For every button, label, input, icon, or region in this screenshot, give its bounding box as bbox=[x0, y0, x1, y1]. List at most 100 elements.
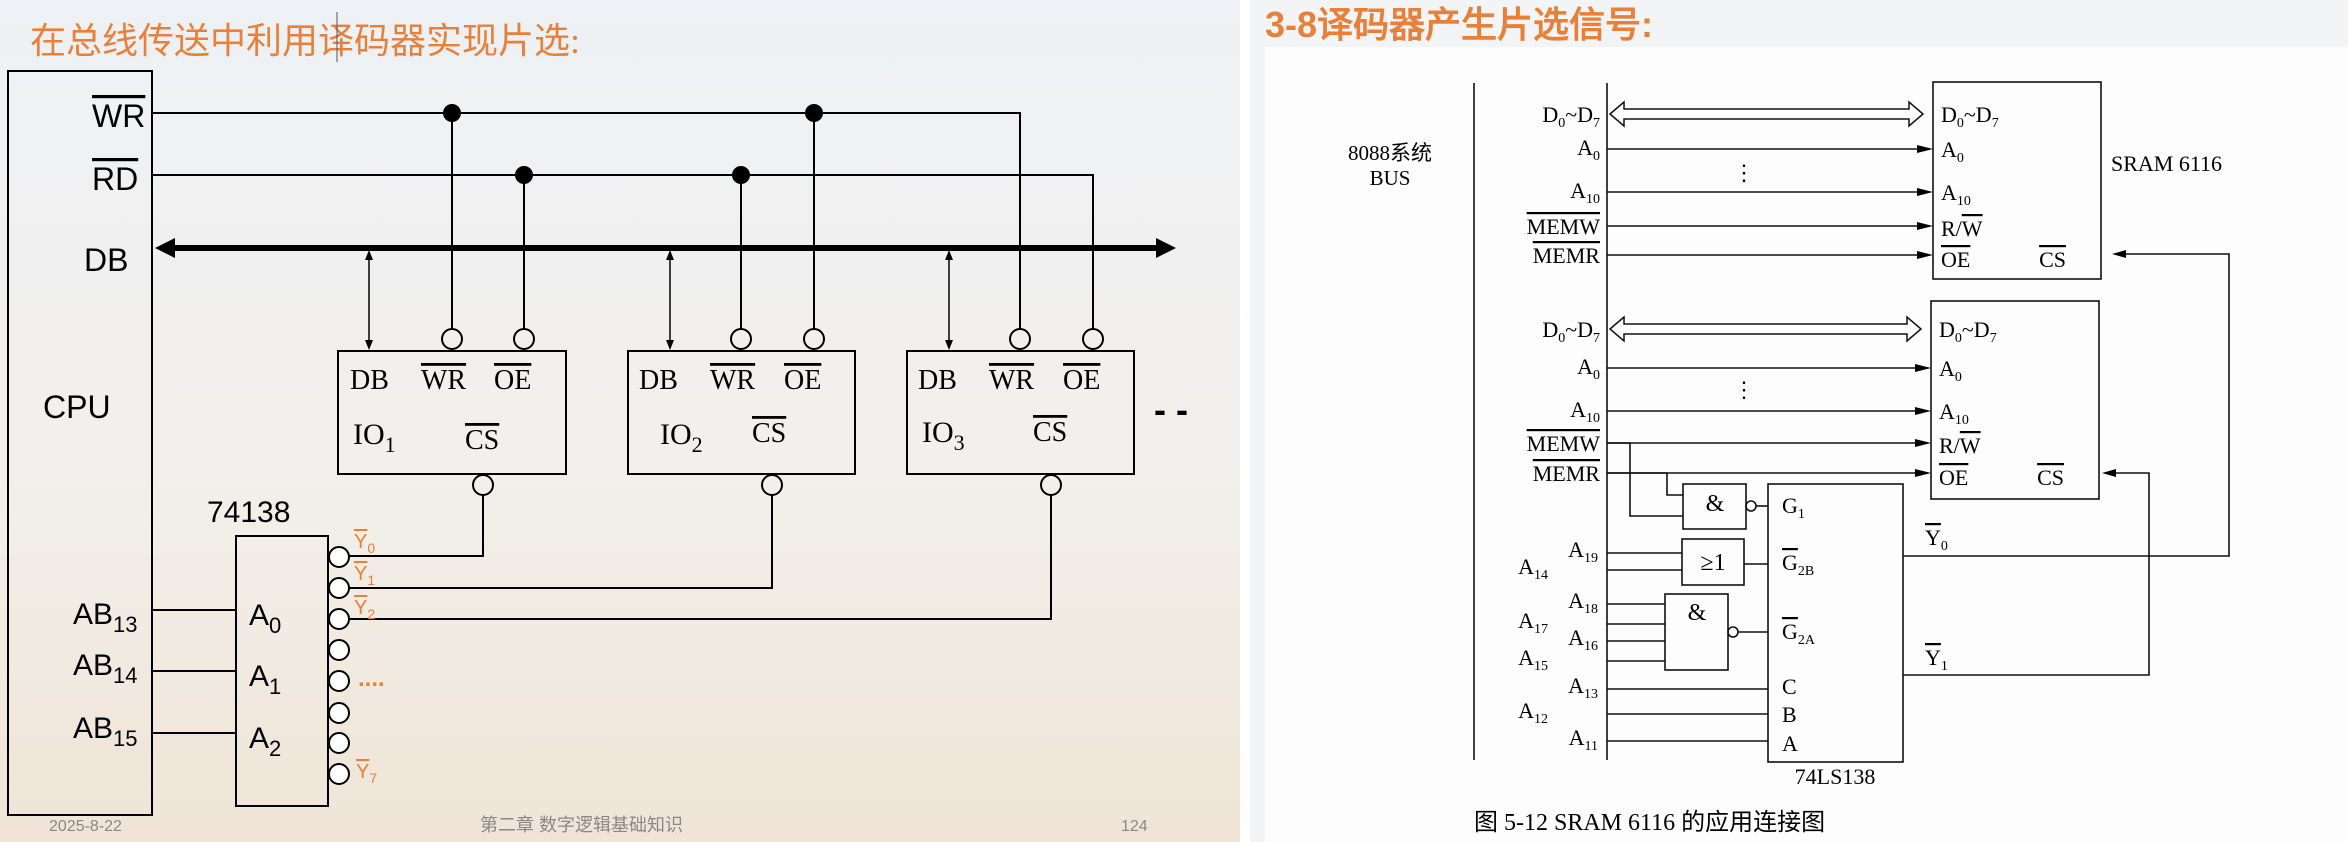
sram-label: SRAM 6116 bbox=[2111, 151, 2222, 176]
address-input-label: A16 bbox=[1568, 625, 1598, 654]
svg-text:C: C bbox=[1782, 674, 1797, 699]
io-device-2: DB WR OE IO2 CS bbox=[627, 328, 856, 496]
decoder-label: 74138 bbox=[207, 496, 290, 529]
decoder-inputs: A0 A1 A2 AB13 AB14 AB15 bbox=[73, 598, 281, 761]
svg-text:B: B bbox=[1782, 702, 1797, 727]
address-input-label: A19 bbox=[1568, 537, 1598, 566]
svg-text:AB15: AB15 bbox=[73, 712, 138, 751]
svg-text:DB: DB bbox=[639, 365, 678, 396]
svg-text:R/W: R/W bbox=[1939, 433, 1981, 458]
svg-text:G2A: G2A bbox=[1782, 619, 1816, 648]
footer-page-number: 124 bbox=[1121, 818, 1148, 835]
svg-text:A10: A10 bbox=[1941, 180, 1971, 209]
right-slide: 3-8译码器产生片选信号: 8088系统 BUS SRAM 6116 D0~D7… bbox=[1250, 0, 2348, 842]
y0-wire bbox=[349, 495, 484, 557]
slide-title: 3-8译码器产生片选信号: bbox=[1265, 4, 1653, 45]
left-slide: 在总线传送中利用译码器实现片选: CPU WR RD DB DB WR OE I… bbox=[0, 0, 1240, 842]
output-ellipsis: .... bbox=[358, 665, 385, 692]
svg-text:A: A bbox=[1782, 731, 1798, 756]
svg-text:A1: A1 bbox=[249, 660, 281, 699]
svg-text:AB14: AB14 bbox=[73, 649, 138, 688]
or-gate bbox=[1681, 538, 1745, 586]
cpu-box bbox=[7, 70, 153, 816]
junction-dot bbox=[805, 104, 823, 122]
y1-wire bbox=[349, 495, 773, 589]
svg-text:WR: WR bbox=[421, 365, 466, 396]
junction-dot bbox=[732, 166, 750, 184]
svg-text:A0: A0 bbox=[1577, 135, 1600, 164]
io-device-1: DB WR OE IO1 CS bbox=[337, 328, 567, 496]
svg-text:&: & bbox=[1688, 600, 1707, 626]
slide-title: 在总线传送中利用译码器实现片选: bbox=[30, 21, 580, 61]
data-bus-arrow bbox=[1608, 315, 1923, 343]
figure-caption: 图 5-12 SRAM 6116 的应用连接图 bbox=[1474, 809, 1825, 836]
decoder-output-bubbles bbox=[328, 546, 350, 785]
output-y1-label: Y1 bbox=[354, 563, 375, 588]
address-input-label: A14 bbox=[1518, 554, 1548, 583]
y0-wire bbox=[1903, 253, 2230, 557]
footer-chapter: 第二章 数字逻辑基础知识 bbox=[480, 815, 683, 835]
output-y7-label: Y7 bbox=[356, 761, 377, 786]
address-input-label: A11 bbox=[1569, 725, 1598, 754]
rd-line bbox=[152, 174, 1094, 329]
svg-text:MEMW: MEMW bbox=[1527, 431, 1601, 456]
svg-text:D0~D7: D0~D7 bbox=[1941, 102, 1999, 131]
sram-connection-diagram: 3-8译码器产生片选信号: 8088系统 BUS SRAM 6116 D0~D7… bbox=[1265, 4, 2348, 842]
svg-text:A10: A10 bbox=[1939, 399, 1969, 428]
svg-text:MEMW: MEMW bbox=[1527, 214, 1601, 239]
wr-label: WR bbox=[92, 98, 145, 134]
svg-text:MEMR: MEMR bbox=[1533, 243, 1601, 268]
svg-text:⋮: ⋮ bbox=[1733, 160, 1755, 185]
data-bus-arrow bbox=[1608, 100, 1925, 128]
svg-text:WR: WR bbox=[989, 365, 1034, 396]
svg-text:AB13: AB13 bbox=[73, 598, 138, 637]
svg-text:CS: CS bbox=[2039, 247, 2066, 272]
svg-text:A10: A10 bbox=[1570, 178, 1600, 207]
svg-text:≥1: ≥1 bbox=[1700, 550, 1725, 576]
svg-text:OE: OE bbox=[494, 365, 531, 396]
junction-dot bbox=[515, 166, 533, 184]
y1-wire bbox=[1903, 472, 2150, 676]
svg-text:CS: CS bbox=[465, 425, 499, 456]
y0-label: Y0 bbox=[1925, 525, 1948, 554]
address-input-label: A15 bbox=[1518, 645, 1548, 674]
address-input-label: A17 bbox=[1518, 608, 1548, 637]
bus-arrow-left bbox=[155, 238, 175, 258]
svg-text:G1: G1 bbox=[1782, 493, 1805, 522]
svg-text:IO1: IO1 bbox=[353, 418, 396, 457]
svg-text:A0: A0 bbox=[249, 599, 281, 638]
rd-label: RD bbox=[92, 161, 138, 197]
svg-text:A0: A0 bbox=[1577, 354, 1600, 383]
decoder-box bbox=[1767, 483, 1904, 763]
svg-text:IO3: IO3 bbox=[922, 416, 965, 455]
svg-text:BUS: BUS bbox=[1370, 166, 1411, 190]
svg-text:OE: OE bbox=[1939, 465, 1968, 490]
arrow-icon bbox=[2102, 469, 2116, 477]
svg-text:OE: OE bbox=[1063, 365, 1100, 396]
address-input-label: A18 bbox=[1568, 588, 1598, 617]
svg-text:G2B: G2B bbox=[1782, 550, 1814, 579]
continuation-dashes: - - bbox=[1154, 389, 1188, 430]
svg-text:D0~D7: D0~D7 bbox=[1542, 102, 1600, 131]
svg-text:A2: A2 bbox=[249, 722, 281, 761]
svg-text:DB: DB bbox=[350, 365, 389, 396]
y1-label: Y1 bbox=[1925, 645, 1948, 674]
io-device-3: DB WR OE IO3 CS bbox=[906, 328, 1135, 496]
bus-arrow-right bbox=[1156, 238, 1176, 258]
cpu-label: CPU bbox=[43, 389, 111, 425]
output-y0-label: Y0 bbox=[354, 531, 375, 556]
db-connectors bbox=[365, 250, 953, 350]
y2-wire bbox=[349, 495, 1052, 620]
bus-decoder-diagram: 在总线传送中利用译码器实现片选: CPU WR RD DB DB WR OE I… bbox=[7, 12, 1188, 835]
svg-text:D0~D7: D0~D7 bbox=[1542, 317, 1600, 346]
junction-dot bbox=[443, 104, 461, 122]
svg-text:CS: CS bbox=[1033, 417, 1067, 448]
svg-text:A0: A0 bbox=[1939, 356, 1962, 385]
scanned-figure bbox=[1265, 47, 2348, 842]
svg-text:IO2: IO2 bbox=[660, 418, 703, 457]
sram-lower-box bbox=[1930, 300, 2100, 500]
memr-tap bbox=[1607, 472, 1683, 496]
